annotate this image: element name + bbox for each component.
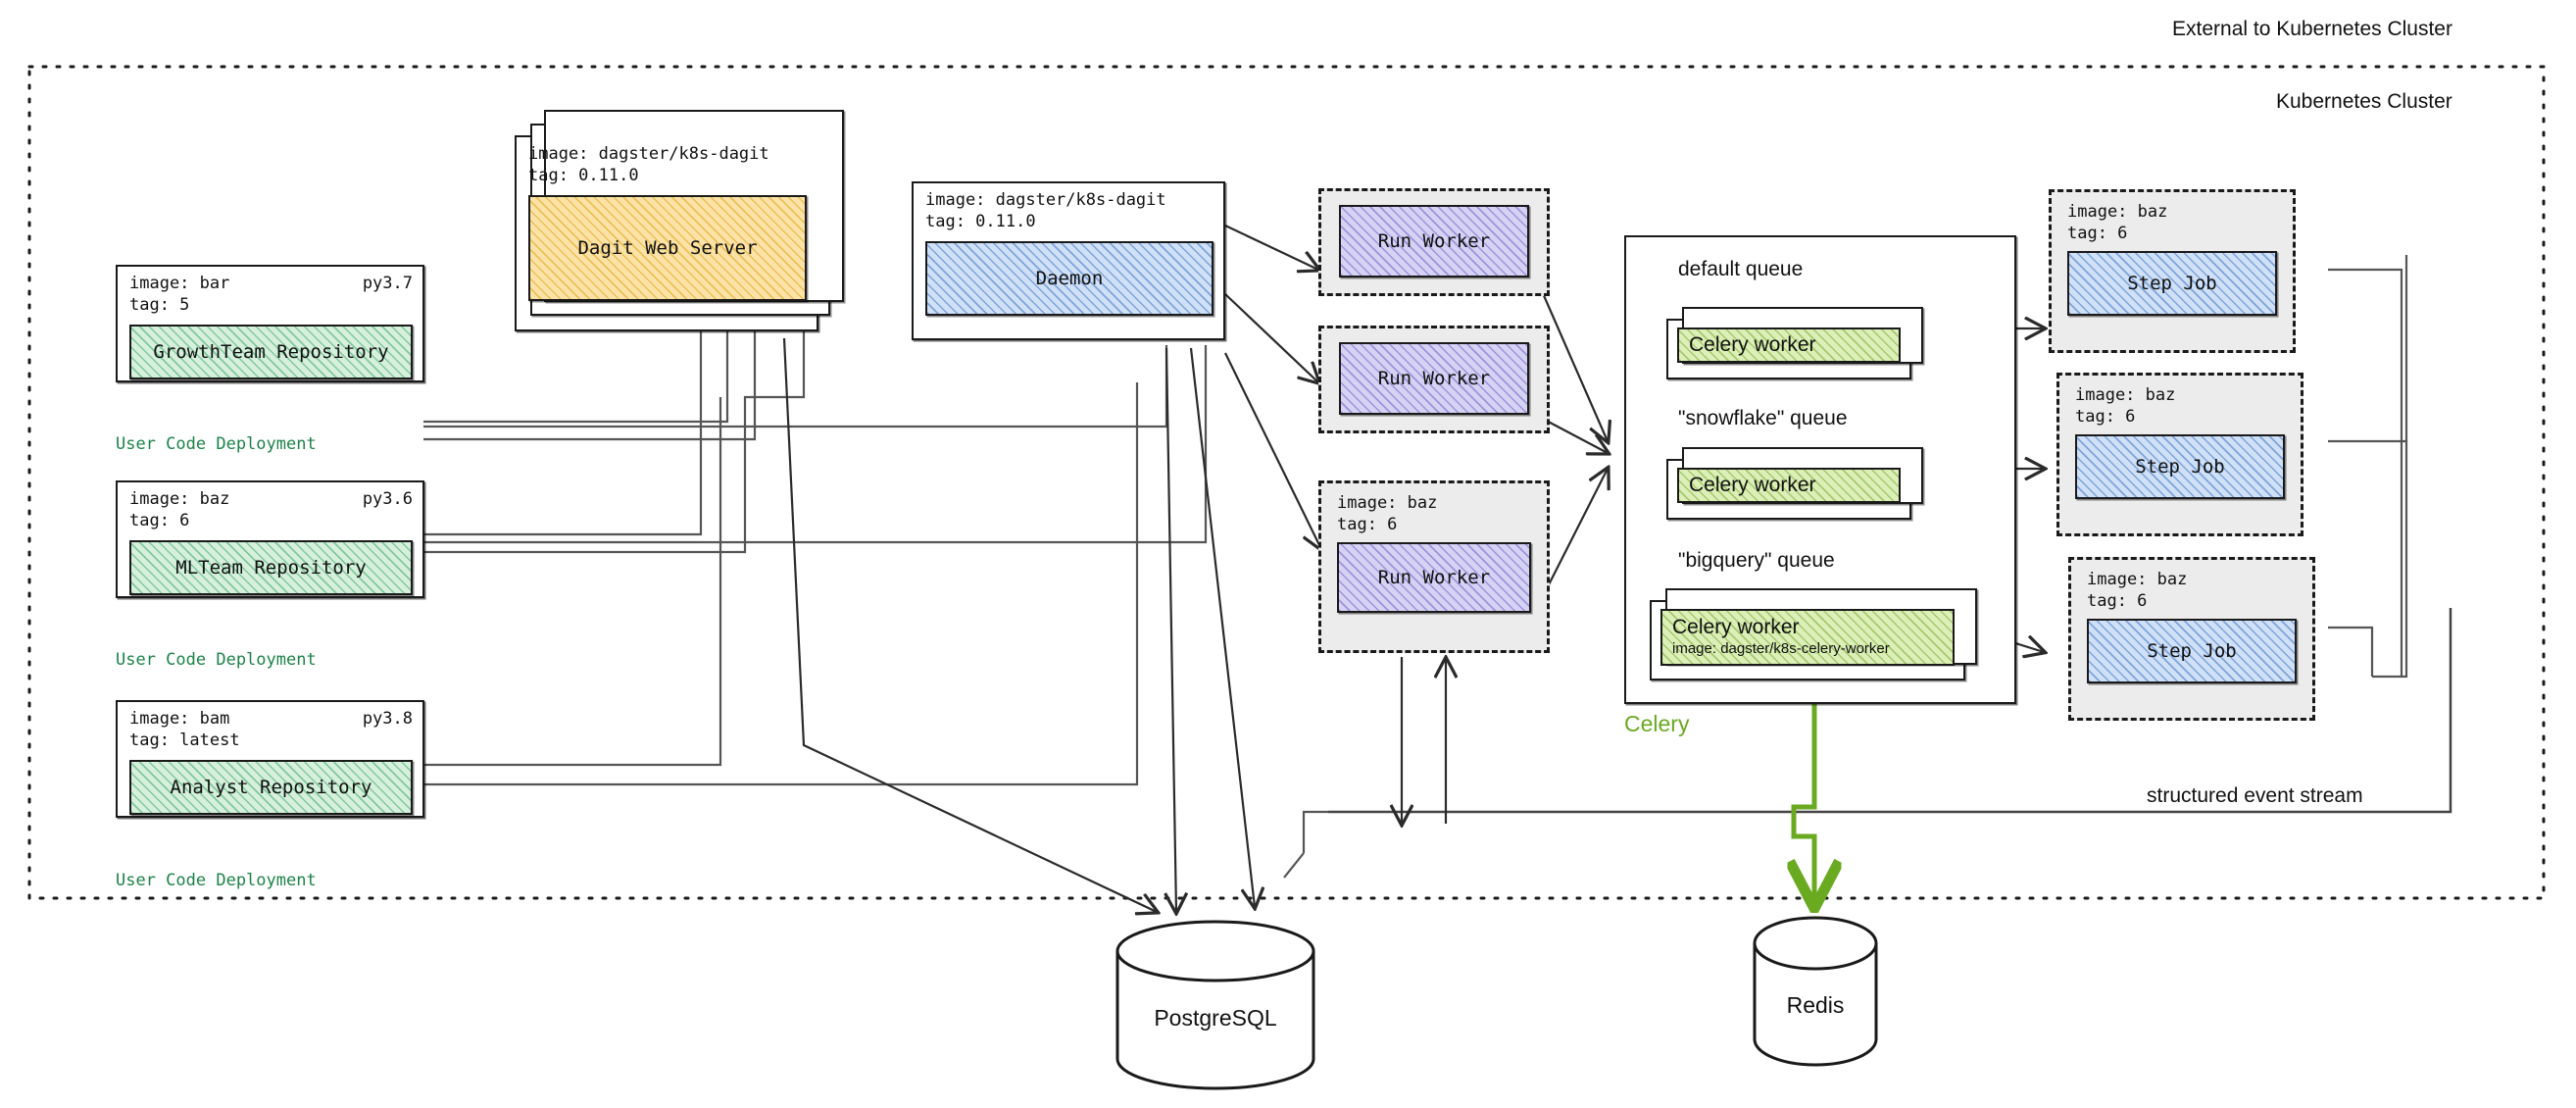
redis-label: Redis xyxy=(1786,992,1845,1018)
image-label: image: bar xyxy=(129,274,230,293)
run-worker-pod-1[interactable]: Run Worker xyxy=(1318,188,1550,296)
repository-box[interactable]: GrowthTeam Repository xyxy=(129,324,413,379)
daemon-box[interactable]: Daemon xyxy=(925,240,1214,316)
celery-worker-fill: Celery worker xyxy=(1677,327,1901,363)
tag-label: tag: 0.11.0 xyxy=(925,211,1036,231)
image-label: image: baz xyxy=(1337,493,1438,513)
celery-worker-bigquery[interactable]: Celery worker image: dagster/k8s-celery-… xyxy=(1650,588,1977,680)
tag-label: tag: 6 xyxy=(2067,223,2128,243)
celery-worker-snowflake[interactable]: Celery worker xyxy=(1666,447,1923,520)
queue-label-bigquery: "bigquery" queue xyxy=(1678,549,1835,572)
celery-label: Celery xyxy=(1624,711,1690,736)
structured-event-stream-box xyxy=(1328,608,2452,814)
tag-label: tag: 5 xyxy=(129,294,190,315)
image-meta: image: bar tag: 5 py3.7 xyxy=(118,267,422,319)
tag-label: tag: 6 xyxy=(2075,406,2136,427)
image-meta: image: baz tag: 6 xyxy=(2059,376,2301,430)
step-job-pod-3[interactable]: image: baz tag: 6 Step Job xyxy=(2068,557,2315,721)
python-version-label: py3.8 xyxy=(362,709,413,729)
image-label: image: dagster/k8s-dagit xyxy=(528,144,769,164)
image-meta: image: baz tag: 6 xyxy=(2052,192,2293,247)
postgres-label: PostgreSQL xyxy=(1154,1005,1277,1031)
celery-worker-fill: Celery worker xyxy=(1677,468,1901,503)
image-meta: image: dagster/k8s-dagit tag: 0.11.0 xyxy=(517,137,817,189)
postgres-cylinder xyxy=(1115,920,1315,1090)
run-worker-box[interactable]: Run Worker xyxy=(1339,342,1529,415)
daemon-pod[interactable]: image: dagster/k8s-dagit tag: 0.11.0 Dae… xyxy=(912,181,1225,340)
celery-worker-fill: Celery worker image: dagster/k8s-celery-… xyxy=(1660,609,1955,666)
dagit-web-server-pod[interactable]: image: dagster/k8s-dagit tag: 0.11.0 Dag… xyxy=(515,110,844,331)
kubernetes-cluster-label: Kubernetes Cluster xyxy=(2276,90,2452,113)
image-meta: image: baz tag: 6 xyxy=(1321,483,1547,538)
image-meta: image: dagster/k8s-dagit tag: 0.11.0 xyxy=(914,183,1223,235)
external-cluster-label: External to Kubernetes Cluster xyxy=(2172,18,2452,40)
celery-worker-label: Celery worker xyxy=(1672,616,1800,638)
image-label: image: baz xyxy=(2087,570,2188,589)
user-code-deployment-caption-1: User Code Deployment xyxy=(116,434,317,454)
image-label: image: baz xyxy=(2075,385,2176,405)
image-label: image: bam xyxy=(129,709,230,729)
step-job-box[interactable]: Step Job xyxy=(2067,250,2277,316)
repository-box[interactable]: Analyst Repository xyxy=(129,759,413,815)
run-worker-pod-2[interactable]: Run Worker xyxy=(1318,326,1550,433)
dagit-web-server-box[interactable]: Dagit Web Server xyxy=(528,194,807,301)
queue-label-default: default queue xyxy=(1678,258,1804,280)
user-code-deployment-analyst[interactable]: image: bam tag: latest py3.8 Analyst Rep… xyxy=(116,700,424,818)
user-code-deployment-growthteam[interactable]: image: bar tag: 5 py3.7 GrowthTeam Repos… xyxy=(116,265,424,382)
step-job-pod-2[interactable]: image: baz tag: 6 Step Job xyxy=(2056,373,2304,536)
user-code-deployment-caption-2: User Code Deployment xyxy=(116,650,317,670)
step-job-box[interactable]: Step Job xyxy=(2075,433,2285,499)
celery-redis-edge xyxy=(1794,701,1814,904)
python-version-label: py3.6 xyxy=(362,489,413,509)
user-code-deployment-caption-3: User Code Deployment xyxy=(116,871,317,890)
python-version-label: py3.7 xyxy=(362,274,413,293)
step-job-pod-1[interactable]: image: baz tag: 6 Step Job xyxy=(2049,189,2296,353)
tag-label: tag: latest xyxy=(129,730,240,750)
repository-box[interactable]: MLTeam Repository xyxy=(129,539,413,595)
image-label: image: baz xyxy=(129,489,230,509)
tag-label: tag: 0.11.0 xyxy=(528,165,639,185)
queue-label-snowflake: "snowflake" queue xyxy=(1678,407,1848,429)
image-label: image: baz xyxy=(2067,202,2168,222)
image-label: image: dagster/k8s-dagit xyxy=(925,190,1166,210)
step-job-box[interactable]: Step Job xyxy=(2087,618,2297,683)
tag-label: tag: 6 xyxy=(129,510,190,530)
run-worker-box[interactable]: Run Worker xyxy=(1339,205,1529,277)
redis-cylinder xyxy=(1753,916,1878,1067)
image-meta: image: baz tag: 6 py3.6 xyxy=(118,482,422,534)
run-worker-box[interactable]: Run Worker xyxy=(1337,541,1531,613)
celery-worker-image-label: image: dagster/k8s-celery-worker xyxy=(1672,640,1890,657)
celery-worker-default[interactable]: Celery worker xyxy=(1666,307,1923,379)
structured-event-stream-label: structured event stream xyxy=(2147,784,2363,807)
image-meta: image: baz tag: 6 xyxy=(2071,560,2312,615)
tag-label: tag: 6 xyxy=(1337,514,1398,534)
run-worker-pod-3[interactable]: image: baz tag: 6 Run Worker xyxy=(1318,480,1550,653)
user-code-deployment-mlteam[interactable]: image: baz tag: 6 py3.6 MLTeam Repositor… xyxy=(116,480,424,598)
tag-label: tag: 6 xyxy=(2087,590,2148,611)
kubernetes-cluster-boundary xyxy=(27,65,2546,900)
image-meta: image: bam tag: latest py3.8 xyxy=(118,702,422,754)
